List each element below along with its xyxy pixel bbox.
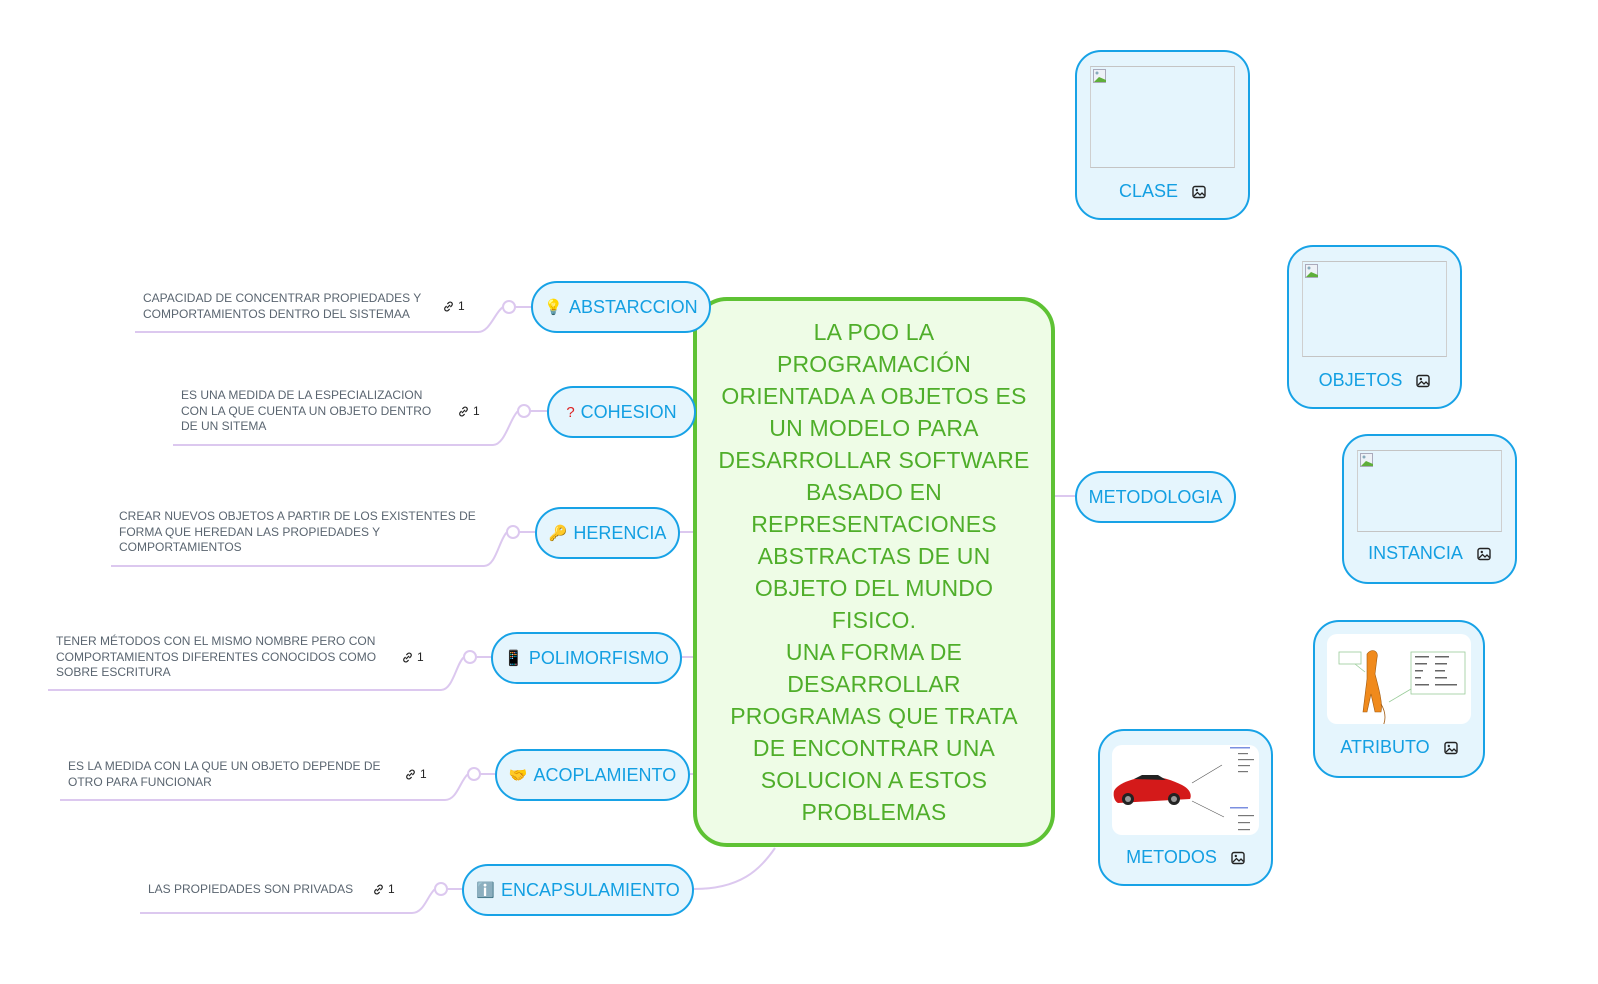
note-herencia: CREAR NUEVOS OBJETOS A PARTIR DE LOS EXI…: [119, 509, 476, 554]
mobile-phone-icon: 📱: [504, 649, 523, 667]
link-icon: [444, 301, 453, 311]
image-node-objetos[interactable]: OBJETOS: [1287, 245, 1462, 409]
topic-label: ACOPLAMIENTO: [533, 764, 677, 785]
car-diagram-image: [1112, 745, 1259, 835]
broken-image-placeholder: [1302, 261, 1447, 357]
broken-image-icon: [1093, 69, 1106, 83]
central-topic[interactable]: LA POO LA PROGRAMACIÓN ORIENTADA A OBJET…: [693, 297, 1055, 847]
link-badge[interactable]: 1: [404, 767, 427, 781]
link-count: 1: [417, 650, 424, 664]
information-icon: ℹ️: [476, 881, 495, 899]
image-node-instancia[interactable]: INSTANCIA: [1342, 434, 1517, 584]
link-icon: [406, 769, 415, 779]
image-node-label: METODOS: [1126, 847, 1217, 867]
topic-herencia[interactable]: 🔑 HERENCIA: [535, 507, 680, 559]
topic-encapsulamiento[interactable]: ℹ️ ENCAPSULAMIENTO: [462, 864, 694, 916]
question-mark-icon: ?: [566, 403, 575, 421]
note-encapsulamiento: LAS PROPIEDADES SON PRIVADAS: [148, 882, 354, 896]
link-icon: [374, 884, 383, 894]
link-badge[interactable]: 1: [457, 404, 480, 418]
handshake-icon: 🤝: [508, 766, 528, 784]
link-count: 1: [420, 767, 427, 781]
image-icon[interactable]: [1231, 851, 1245, 865]
topic-label: ABSTARCCION: [569, 296, 698, 317]
topic-label: COHESION: [580, 401, 677, 422]
link-icon: [459, 406, 468, 416]
topic-label: POLIMORFISMO: [528, 647, 669, 668]
note-polimorfismo: TENER MÉTODOS CON EL MISMO NOMBRE PERO C…: [56, 634, 377, 679]
link-count: 1: [388, 882, 395, 896]
dog-diagram-illustration: [1338, 650, 1466, 727]
topic-abstarccion[interactable]: 💡 ABSTARCCION: [531, 281, 711, 333]
image-icon[interactable]: [1192, 185, 1206, 199]
topic-label: METODOLOGIA: [1088, 486, 1223, 507]
topic-label: HERENCIA: [573, 522, 667, 543]
image-icon[interactable]: [1416, 374, 1431, 388]
topic-cohesion[interactable]: ? COHESION: [547, 386, 696, 438]
image-node-clase[interactable]: CLASE: [1075, 50, 1250, 220]
lightbulb-icon: 💡: [544, 298, 563, 316]
broken-image-icon: [1360, 453, 1373, 467]
image-node-label: ATRIBUTO: [1340, 737, 1430, 757]
image-node-metodos[interactable]: METODOS: [1098, 729, 1273, 886]
link-count: 1: [458, 299, 465, 313]
link-badge[interactable]: 1: [372, 882, 395, 896]
key-icon: 🔑: [548, 524, 568, 542]
dog-diagram-image: [1327, 634, 1471, 727]
image-icon[interactable]: [1477, 547, 1491, 561]
broken-image-placeholder: [1090, 66, 1235, 168]
image-node-label: INSTANCIA: [1368, 543, 1463, 563]
broken-image-icon: [1305, 264, 1318, 278]
image-node-label: CLASE: [1118, 181, 1179, 201]
topic-polimorfismo[interactable]: 📱 POLIMORFISMO: [491, 632, 682, 684]
link-badge[interactable]: 1: [442, 299, 465, 313]
car-diagram-illustration: [1113, 747, 1254, 831]
broken-image-placeholder: [1357, 450, 1502, 532]
central-topic-text: LA POO LA PROGRAMACIÓN ORIENTADA A OBJET…: [718, 319, 1030, 825]
link-count: 1: [473, 404, 480, 418]
image-icon[interactable]: [1443, 741, 1458, 755]
note-abstarccion: CAPACIDAD DE CONCENTRAR PROPIEDADES Y CO…: [143, 291, 422, 321]
note-acoplamiento: ES LA MEDIDA CON LA QUE UN OBJETO DEPEND…: [68, 759, 381, 789]
link-badge[interactable]: 1: [401, 650, 424, 664]
topic-metodologia[interactable]: METODOLOGIA: [1075, 471, 1236, 523]
topic-acoplamiento[interactable]: 🤝 ACOPLAMIENTO: [495, 749, 690, 801]
note-cohesion: ES UNA MEDIDA DE LA ESPECIALIZACION CON …: [181, 388, 432, 433]
topic-label: ENCAPSULAMIENTO: [500, 879, 680, 900]
image-node-atributo[interactable]: ATRIBUTO: [1313, 620, 1485, 778]
link-icon: [403, 652, 412, 662]
image-node-label: OBJETOS: [1318, 370, 1403, 390]
